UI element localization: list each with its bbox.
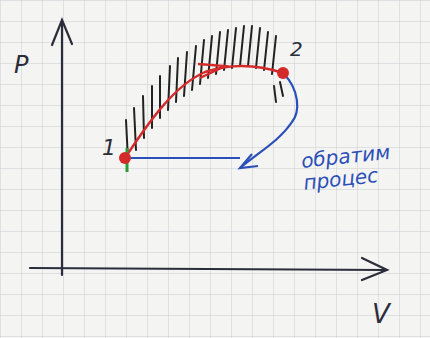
hatching [126, 26, 283, 160]
reverse-process [240, 73, 297, 168]
axis-label: V [372, 300, 390, 329]
state-point [277, 67, 289, 79]
point-number: 2 [290, 38, 303, 60]
reverse-process [125, 157, 240, 159]
state-point [119, 152, 131, 164]
forward-process [125, 66, 283, 158]
axis-label: P [14, 52, 28, 78]
process-arrow [198, 64, 225, 78]
point-number: 1 [102, 136, 116, 160]
reverse-arrow [240, 154, 258, 168]
